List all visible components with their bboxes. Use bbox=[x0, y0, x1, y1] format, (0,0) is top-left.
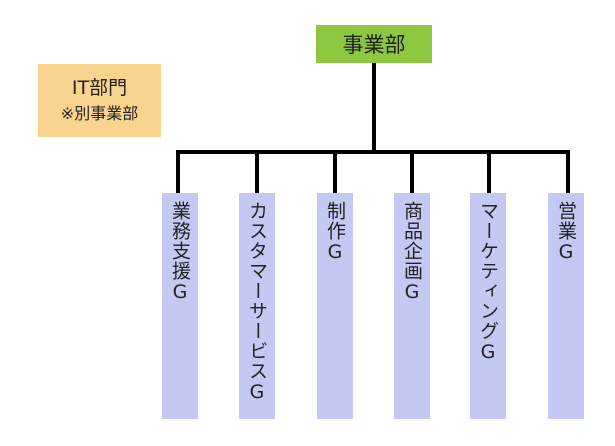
root-node-label: 事業部 bbox=[342, 33, 406, 57]
connector-horizontal-bar bbox=[176, 150, 570, 154]
connector-branch-6 bbox=[566, 150, 570, 193]
connector-branch-3 bbox=[333, 150, 337, 193]
group-node-customer-service: カスタマーサービスG bbox=[239, 193, 275, 419]
group-label: 商品企画G bbox=[401, 201, 423, 304]
group-label: 制作G bbox=[324, 201, 346, 264]
it-department-note: ※別事業部 bbox=[60, 103, 139, 123]
connector-branch-1 bbox=[176, 150, 180, 193]
group-label: マーケティングG bbox=[477, 201, 499, 364]
connector-branch-4 bbox=[410, 150, 414, 193]
group-node-shohin-kikaku: 商品企画G bbox=[394, 193, 430, 419]
connector-root-trunk bbox=[372, 63, 376, 153]
root-node-business-division: 事業部 bbox=[316, 25, 432, 63]
group-node-eigyo: 営業G bbox=[548, 193, 584, 419]
group-node-seisaku: 制作G bbox=[317, 193, 353, 419]
group-label: カスタマーサービスG bbox=[246, 201, 268, 404]
connector-branch-2 bbox=[255, 150, 259, 193]
group-label: 営業G bbox=[555, 201, 577, 264]
it-department-title: IT部門 bbox=[71, 76, 128, 99]
connector-branch-5 bbox=[487, 150, 491, 193]
group-node-gyomu-shien: 業務支援G bbox=[162, 193, 198, 419]
group-label: 業務支援G bbox=[169, 201, 191, 304]
it-department-node: IT部門 ※別事業部 bbox=[38, 64, 161, 137]
group-node-marketing: マーケティングG bbox=[470, 193, 506, 419]
